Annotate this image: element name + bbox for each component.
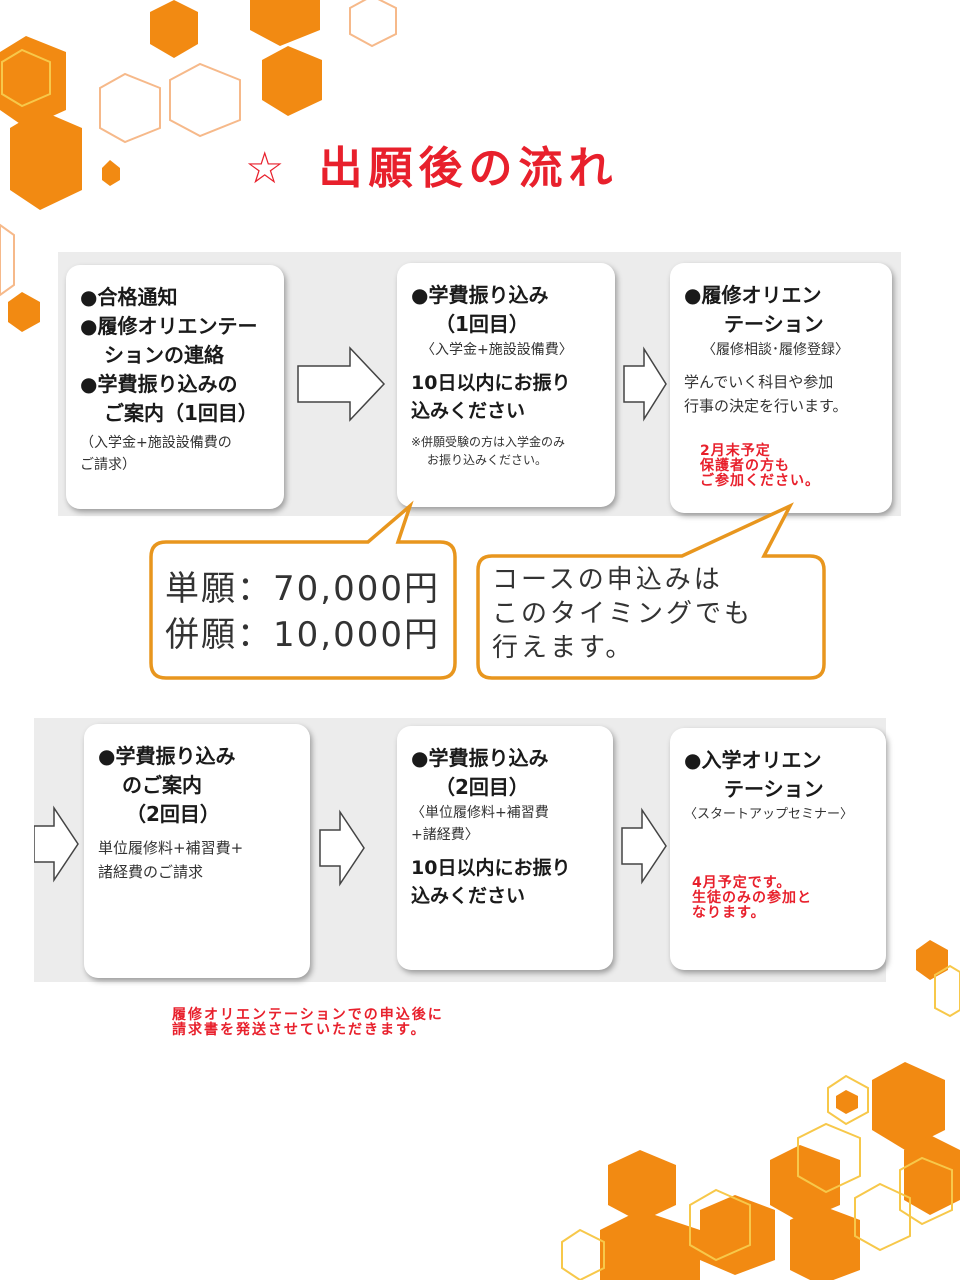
card2-head-a: ●学費振り込み [411, 283, 549, 307]
card1-sub-a: （入学金+施設設備費の [80, 435, 232, 451]
card5-sub-b: +諸経費〉 [411, 827, 479, 843]
card3-sub: 〈履修相談･履修登録〉 [702, 342, 849, 358]
card2-bold-b: 込みください [411, 400, 526, 422]
card2-sub: 〈入学金+施設設備費〉 [421, 342, 573, 358]
card4-sub-a: 単位履修料+補習費+ [98, 839, 244, 857]
card3-body-b: 行事の決定を行います。 [684, 397, 848, 415]
card6-head-a: ●入学オリエン [684, 748, 822, 772]
card5-head-a: ●学費振り込み [411, 746, 549, 770]
card5-sub-a: 〈単位履修料+補習費 [411, 805, 549, 821]
card5-bold-b: 込みください [411, 885, 526, 907]
card1-line3b: ご案内（1回目） [104, 401, 258, 425]
arrow-right-icon [319, 809, 365, 887]
card5-bold-a: 10日以内にお振り [411, 857, 571, 879]
step-card-entrance-orientation: ●入学オリエン テーション 〈スタートアップセミナー〉 [670, 728, 886, 970]
card2-small-a: ※併願受験の方は入学金のみ [411, 435, 566, 449]
card6-red-note: 4月予定です。 生徒のみの参加と なります。 [692, 875, 812, 921]
fee-combined-text: 併願：10,000円 [165, 615, 440, 655]
arrow-right-icon [621, 807, 667, 885]
card4-head-c: （2回目） [126, 802, 220, 826]
card5-head-b: （2回目） [435, 775, 529, 799]
arrow-right-icon [297, 346, 386, 422]
card3-body-a: 学んでいく科目や参加 [684, 373, 834, 391]
card1-line3a: ●学費振り込みの [80, 372, 238, 396]
step-card-second-payment: ●学費振り込み （2回目） 〈単位履修料+補習費 +諸経費〉 10日以内にお振り… [397, 726, 613, 970]
card4-sub-b: 諸経費のご請求 [98, 863, 204, 881]
card4-head-a: ●学費振り込み [98, 744, 236, 768]
card3-head-a: ●履修オリエン [684, 283, 822, 307]
step-card-course-orientation: ●履修オリエン テーション 〈履修相談･履修登録〉 学んでいく科目や参加 行事の… [670, 263, 892, 513]
fee-single-text: 単願：70,000円 [165, 569, 440, 609]
step-card-first-payment: ●学費振り込み （1回目） 〈入学金+施設設備費〉 10日以内にお振り 込みくだ… [397, 263, 615, 507]
arrow-right-icon [623, 346, 667, 422]
invoice-note: 履修オリエンテーションでの申込後に 請求書を発送させていただきます。 [172, 1007, 444, 1038]
step-card-acceptance: ●合格通知 ●履修オリエンテー ションの連絡 ●学費振り込みの ご案内（1回目）… [66, 265, 284, 509]
card2-bold-a: 10日以内にお振り [411, 372, 571, 394]
card4-head-b: のご案内 [122, 773, 202, 797]
card2-head-b: （1回目） [435, 312, 529, 336]
card6-sub: 〈スタートアップセミナー〉 [684, 807, 854, 822]
card3-head-b: テーション [724, 312, 824, 336]
card1-sub-b: ご請求） [80, 457, 136, 473]
card3-red-note: 2月末予定 保護者の方も ご参加ください。 [700, 443, 820, 489]
page-title: ☆ 出願後の流れ [245, 132, 618, 196]
arrow-right-icon [34, 805, 79, 883]
page-title-text: 出願後の流れ [318, 143, 619, 194]
card2-small-b: お振り込みください。 [427, 453, 548, 467]
course-bubble-text: コースの申込みは このタイミングでも 行えます。 [492, 565, 754, 663]
card1-line2b: ションの連絡 [104, 343, 224, 367]
card1-line1: ●合格通知 [80, 285, 178, 309]
step-card-second-payment-notice: ●学費振り込み のご案内 （2回目） 単位履修料+補習費+ 諸経費のご請求 [84, 724, 310, 978]
card1-line2a: ●履修オリエンテー [80, 314, 258, 338]
star-icon: ☆ [245, 143, 291, 194]
card6-head-b: テーション [724, 777, 824, 801]
